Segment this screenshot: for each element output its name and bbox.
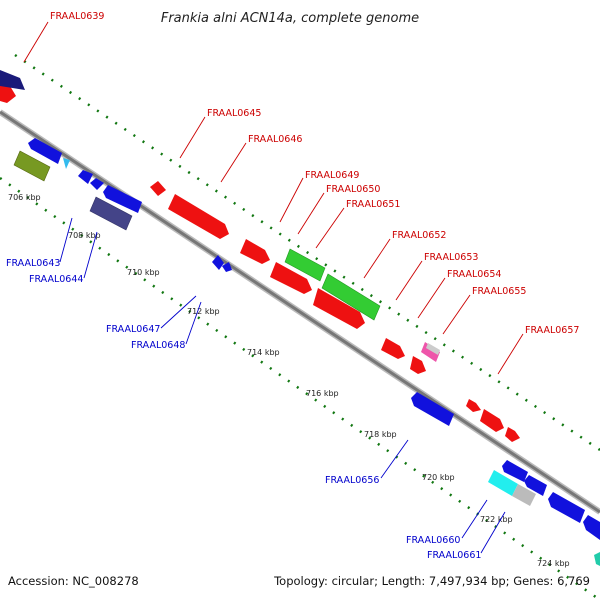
feature-grey-long bbox=[512, 484, 536, 506]
gene-fraal0644-a bbox=[103, 185, 142, 213]
gene-fraal0657-b bbox=[505, 427, 520, 442]
label-fraal0647: FRAAL0647 bbox=[106, 324, 160, 335]
feature-grey-small bbox=[426, 343, 440, 355]
reverse-strand-features bbox=[13, 150, 600, 566]
feature-teal-edge bbox=[594, 552, 600, 566]
gene-fraal0651 bbox=[313, 288, 365, 329]
feature-slate bbox=[89, 196, 133, 231]
gene-fraal0657 bbox=[480, 409, 504, 432]
map-title: Frankia alni ACN14a, complete genome bbox=[161, 11, 419, 26]
gene-fraal0648 bbox=[222, 262, 232, 272]
label-fraal0648: FRAAL0648 bbox=[131, 340, 185, 351]
gene-fraal0655 bbox=[466, 399, 481, 412]
reverse-strand-genes bbox=[0, 70, 600, 540]
forward-gene-labels: FRAAL0639 FRAAL0645 FRAAL0646 FRAAL0649 … bbox=[50, 11, 579, 336]
gene-fraal0647 bbox=[212, 255, 224, 270]
gene-fraal0646 bbox=[168, 194, 229, 239]
gene-fraal0653 bbox=[410, 356, 426, 374]
label-fraal0649: FRAAL0649 bbox=[305, 170, 359, 181]
kbp-label-716: 716 kbp bbox=[306, 389, 339, 398]
label-fraal0654: FRAAL0654 bbox=[447, 269, 501, 280]
gene-fraal0656 bbox=[411, 392, 454, 426]
gc-skew-track-outer bbox=[14, 53, 600, 452]
gene-fraal0660-a bbox=[502, 460, 528, 482]
gene-fraal0643-a bbox=[28, 138, 62, 164]
gene-fraal0660-b bbox=[524, 475, 547, 496]
gene-fraal0650 bbox=[270, 262, 312, 294]
label-fraal0655: FRAAL0655 bbox=[472, 286, 526, 297]
gene-fraal0652 bbox=[381, 338, 405, 359]
feature-green-2 bbox=[321, 273, 381, 321]
gene-fraal0645 bbox=[150, 181, 166, 196]
feature-olive bbox=[13, 150, 51, 182]
label-fraal0639: FRAAL0639 bbox=[50, 11, 104, 22]
forward-strand-features bbox=[284, 248, 440, 362]
label-fraal0651: FRAAL0651 bbox=[346, 199, 400, 210]
kbp-scale-labels: 706 kbp 708 kbp 710 kbp 712 kbp 714 kbp … bbox=[8, 193, 570, 568]
label-fraal0657: FRAAL0657 bbox=[525, 325, 579, 336]
label-fraal0646: FRAAL0646 bbox=[248, 134, 302, 145]
label-fraal0645: FRAAL0645 bbox=[207, 108, 261, 119]
kbp-label-720: 720 kbp bbox=[422, 473, 455, 482]
gene-fraal0643-c bbox=[90, 178, 104, 190]
kbp-label-724: 724 kbp bbox=[537, 559, 570, 568]
gene-fraal0639-a bbox=[0, 84, 16, 103]
label-leader-lines bbox=[23, 21, 524, 554]
kbp-label-714: 714 kbp bbox=[247, 348, 280, 357]
label-fraal0652: FRAAL0652 bbox=[392, 230, 446, 241]
gene-fraal0661-b bbox=[583, 515, 600, 540]
kbp-label-722: 722 kbp bbox=[480, 515, 513, 524]
feature-cyan-long bbox=[488, 470, 518, 496]
label-fraal0661: FRAAL0661 bbox=[427, 550, 481, 561]
label-fraal0653: FRAAL0653 bbox=[424, 252, 478, 263]
label-fraal0650: FRAAL0650 bbox=[326, 184, 380, 195]
kbp-label-718: 718 kbp bbox=[364, 430, 397, 439]
kbp-label-710: 710 kbp bbox=[127, 268, 160, 277]
feature-pink bbox=[421, 342, 440, 362]
kbp-label-706: 706 kbp bbox=[8, 193, 41, 202]
gene-fraal0649 bbox=[240, 239, 270, 264]
genome-backbone bbox=[0, 109, 600, 515]
forward-strand-genes bbox=[0, 84, 520, 442]
label-fraal0643: FRAAL0643 bbox=[6, 258, 60, 269]
gene-fraal0661-a bbox=[548, 492, 585, 523]
gc-skew-track-inner bbox=[0, 176, 600, 600]
kbp-label-712: 712 kbp bbox=[187, 307, 220, 316]
topology-text: Topology: circular; Length: 7,497,934 bp… bbox=[273, 574, 590, 588]
feature-cyan-small bbox=[63, 158, 70, 169]
gene-fraal0639-b bbox=[0, 70, 25, 90]
label-fraal0660: FRAAL0660 bbox=[406, 535, 460, 546]
label-fraal0644: FRAAL0644 bbox=[29, 274, 83, 285]
gene-fraal0643-b bbox=[78, 170, 93, 184]
kbp-label-708: 708 kbp bbox=[68, 231, 101, 240]
accession-text: Accession: NC_008278 bbox=[8, 574, 139, 588]
reverse-gene-labels: FRAAL0643 FRAAL0644 FRAAL0647 FRAAL0648 … bbox=[6, 258, 481, 561]
label-fraal0656: FRAAL0656 bbox=[325, 475, 379, 486]
feature-green-1 bbox=[284, 248, 326, 282]
